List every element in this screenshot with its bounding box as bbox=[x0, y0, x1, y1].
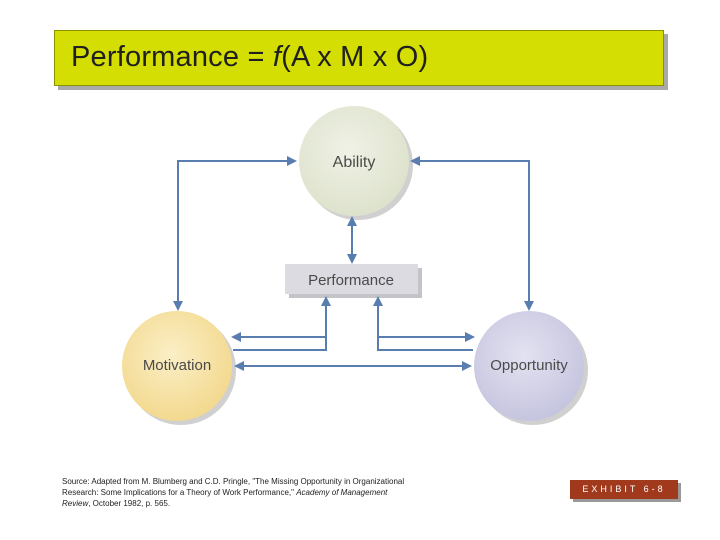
source-journal: Academy of Management Review bbox=[62, 488, 388, 508]
opportunity-circle bbox=[474, 311, 584, 421]
arrow-motivation-to-performance bbox=[233, 296, 331, 351]
performance-label: Performance bbox=[308, 272, 394, 289]
arrow-group bbox=[173, 156, 534, 371]
performance-box bbox=[285, 264, 418, 294]
source-citation: Source: Adapted from M. Blumberg and C.D… bbox=[62, 476, 412, 509]
source-text: Source: Adapted from M. Blumberg and C.D… bbox=[62, 477, 405, 497]
ability-label: Ability bbox=[333, 154, 376, 171]
arrow-motivation-to-ability bbox=[177, 156, 297, 308]
title-args: (A x M x O) bbox=[281, 41, 429, 73]
title-prefix: Performance = bbox=[71, 41, 273, 73]
exhibit-label: EXHIBIT 6-8 bbox=[570, 480, 678, 499]
title-function: f bbox=[272, 41, 282, 73]
arrow-opportunity-to-performance bbox=[373, 296, 473, 351]
opportunity-label: Opportunity bbox=[490, 357, 568, 374]
title-banner: Performance = f(A x M x O) bbox=[54, 30, 664, 86]
slide-title: Performance = f(A x M x O) bbox=[71, 41, 428, 74]
ability-circle bbox=[299, 106, 409, 216]
source-suffix: , October 1982, p. 565. bbox=[88, 499, 171, 508]
motivation-circle bbox=[122, 311, 232, 421]
motivation-label: Motivation bbox=[143, 357, 211, 374]
arrow-opportunity-to-ability bbox=[410, 156, 530, 308]
